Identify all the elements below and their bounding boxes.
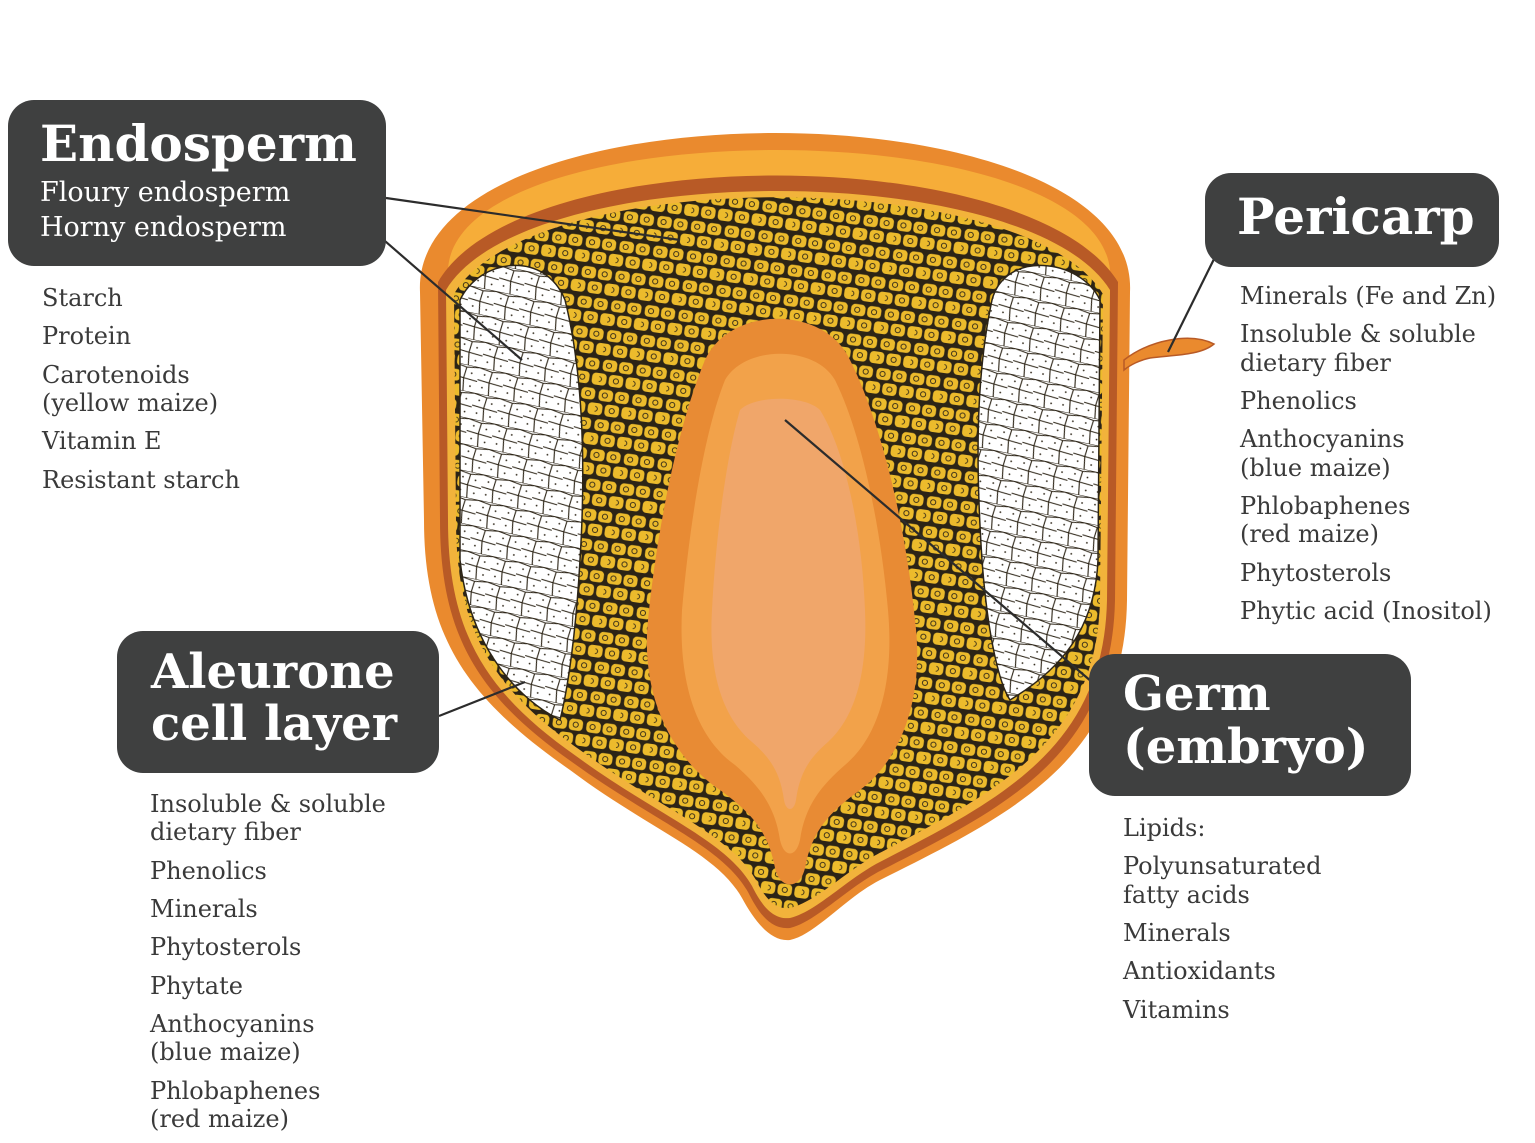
aleurone-nutrient-item: Minerals — [150, 894, 258, 923]
endosperm-subtitle-floury: Floury endosperm — [40, 176, 291, 208]
pericarp-title: Pericarp — [1237, 187, 1475, 246]
pericarp-nutrient-item: Phlobaphenes(red maize) — [1240, 491, 1411, 549]
germ-title-line-2: (embryo) — [1123, 718, 1369, 775]
pericarp-nutrient-item: Phenolics — [1240, 386, 1357, 415]
pericarp-nutrient-item: Phytic acid (Inositol) — [1240, 596, 1492, 625]
aleurone-nutrient-item: Phenolics — [150, 856, 267, 885]
endosperm-nutrient-item: Protein — [42, 322, 132, 351]
pericarp-nutrient-item: Anthocyanins(blue maize) — [1240, 425, 1405, 482]
endosperm-nutrient-item: Vitamin E — [42, 427, 162, 456]
pericarp-label-box: Pericarp — [1205, 173, 1499, 267]
endosperm-label-box: Endosperm Floury endosperm Horny endospe… — [8, 100, 386, 266]
floury-endosperm-right — [977, 264, 1101, 702]
floury-endosperm-left — [459, 264, 584, 722]
leader-germ — [784, 419, 1093, 683]
aleurone-title-line-2: cell layer — [151, 695, 397, 752]
pericarp-nutrient-item: Minerals (Fe and Zn) — [1240, 282, 1497, 310]
aleurone-title-line-1: Aleurone — [151, 644, 395, 700]
leader-endosperm-floury — [385, 196, 681, 242]
endosperm-nutrient-item: Starch — [42, 284, 123, 312]
aleurone-nutrient-item: Phytate — [150, 971, 243, 1000]
endosperm-title: Endosperm — [40, 114, 357, 173]
leader-pericarp — [1167, 254, 1217, 353]
aleurone-nutrient-item: Phytosterols — [150, 933, 302, 962]
pericarp-flap — [1123, 337, 1216, 372]
germ-nutrient-item: Vitamins — [1123, 995, 1230, 1024]
leader-aleurone — [438, 680, 526, 718]
germ-title-line-1: Germ — [1123, 666, 1271, 722]
endosperm-nutrient-item: Carotenoids(yellow maize) — [42, 360, 219, 417]
germ-label-box: Germ (embryo) — [1089, 654, 1411, 796]
germ-nutrient-item: Lipids: — [1123, 814, 1206, 842]
germ-nutrient-item: Antioxidants — [1123, 957, 1276, 986]
germ-core — [711, 398, 866, 809]
endosperm-nutrient-item: Resistant starch — [42, 465, 240, 494]
germ-nutrient-item: Minerals — [1123, 918, 1231, 947]
pericarp-nutrient-item: Phytosterols — [1240, 558, 1392, 587]
leader-endosperm-horny — [377, 234, 523, 361]
aleurone-nutrient-item: Phlobaphenes(red maize) — [150, 1076, 321, 1133]
aleurone-label-box: Aleurone cell layer — [117, 631, 439, 773]
endosperm-subtitle-horny: Horny endosperm — [40, 211, 287, 243]
aleurone-nutrient-item: Anthocyanins(blue maize) — [150, 1009, 315, 1067]
